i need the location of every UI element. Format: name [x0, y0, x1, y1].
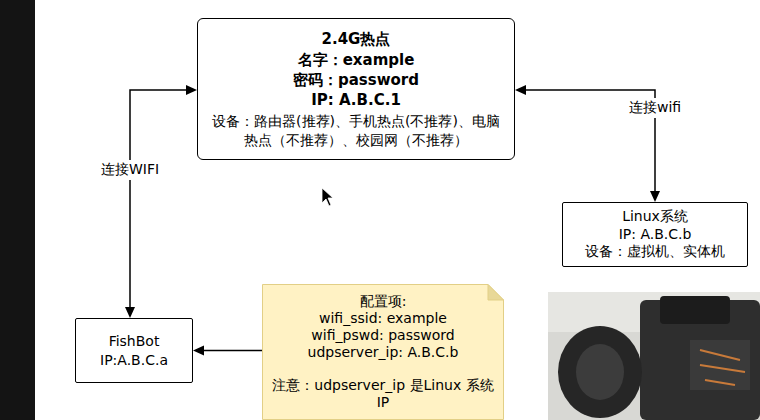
mouse-cursor	[322, 188, 333, 206]
node-text: 设备：虚拟机、实体机	[569, 243, 741, 261]
node-text: IP:A.B.C.a	[82, 351, 186, 369]
robot-board	[690, 340, 750, 390]
connector-line	[202, 350, 262, 352]
note-body	[263, 285, 504, 420]
robot-wheel	[558, 326, 642, 418]
node-text: wifi_pswd: password	[272, 327, 494, 344]
edge-label: 连接wifi	[626, 98, 684, 118]
node-text: 设备：路由器(推荐)、手机热点(不推荐)、电脑热点（不推荐）、校园网（不推荐）	[210, 112, 502, 148]
connector	[193, 346, 262, 356]
connector	[125, 85, 197, 318]
arrow-head	[125, 307, 135, 318]
dark-side-strip	[0, 0, 35, 420]
node-text: 名字：example	[210, 50, 502, 70]
robot-wires	[700, 350, 745, 385]
node-heading: 2.4G热点	[210, 29, 502, 49]
hotspot-box: 2.4G热点名字：example密码：passwordIP: A.B.C.1设备…	[197, 18, 515, 160]
robot-top	[660, 296, 730, 324]
node-text: IP: A.B.C.b	[569, 226, 741, 244]
robot-hub	[576, 344, 624, 400]
node-heading: 配置项:	[272, 293, 494, 310]
arrow-head	[515, 85, 526, 95]
node-text: udpserver_ip: A.B.C.b	[272, 344, 494, 361]
node-heading: FishBot	[82, 332, 186, 350]
note-fold	[488, 285, 504, 301]
edge-label: 连接WIFI	[98, 160, 162, 180]
node-text: 密码：password	[210, 70, 502, 90]
config-note: 配置项:wifi_ssid: examplewifi_pswd: passwor…	[262, 284, 504, 420]
arrow-head	[650, 191, 660, 202]
node-text: wifi_ssid: example	[272, 310, 494, 327]
node-text: IP: A.B.C.1	[210, 90, 502, 110]
camera-photo	[548, 292, 760, 420]
node-heading: Linux系统	[569, 208, 741, 226]
arrow-head	[193, 346, 204, 356]
fishbot-box: FishBotIP:A.B.C.a	[75, 318, 193, 383]
photo-ground	[548, 292, 760, 420]
arrow-head	[186, 85, 197, 95]
node-text: 注意：udpserver_ip 是Linux 系统IP	[272, 377, 494, 411]
connector-line	[130, 90, 188, 309]
linux-box: Linux系统IP: A.B.C.b设备：虚拟机、实体机	[562, 202, 748, 267]
